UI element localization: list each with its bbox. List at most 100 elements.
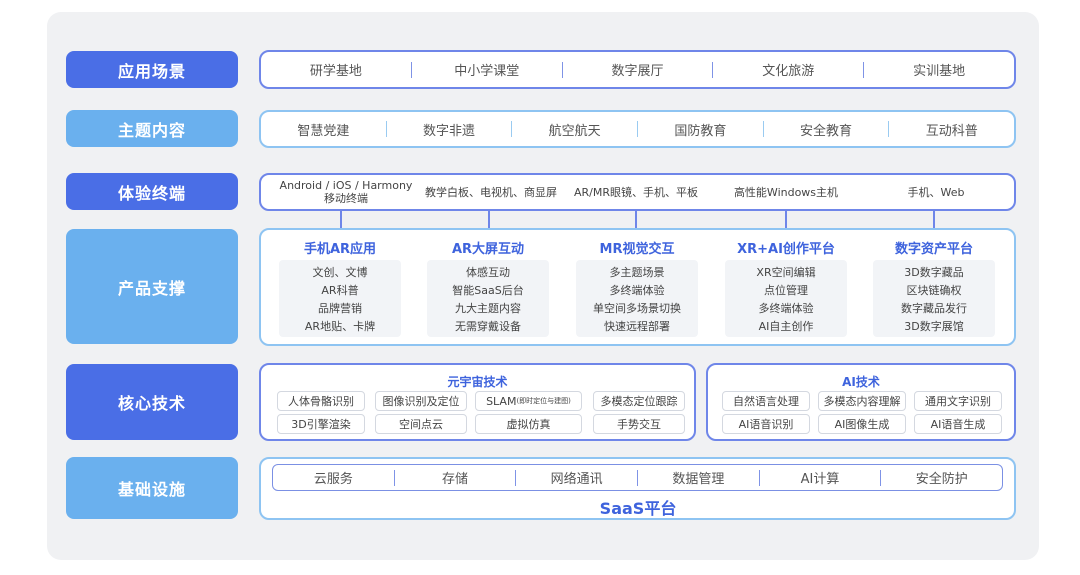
label-infra: 基础设施 <box>66 457 238 519</box>
divider <box>561 61 563 78</box>
product-feature: XR空间编辑 <box>756 266 816 279</box>
infra-box <box>259 457 1016 520</box>
tech-pill: AI图像生成 <box>818 414 906 434</box>
product-feature: 多终端体验 <box>609 284 665 297</box>
infra-items: 云服务 存储 网络通讯 数据管理 AI计算 安全防护 <box>272 464 1003 491</box>
scene-item: 实训基地 <box>913 64 966 79</box>
product-card <box>873 260 995 337</box>
terminal-item: 高性能Windows主机 <box>733 185 839 199</box>
topics-box: 智慧党建 数字非遗 航空航天 国防教育 安全教育 互动科普 <box>259 110 1016 148</box>
tech-pill: AI语音生成 <box>914 414 1002 434</box>
tech-pill: AI语音识别 <box>722 414 810 434</box>
scene-item: 数字展厅 <box>611 64 664 79</box>
product-card <box>279 260 401 337</box>
topic-item: 航空航天 <box>548 123 601 139</box>
divider <box>758 469 760 486</box>
product-feature: AI自主创作 <box>758 320 814 333</box>
connector-line <box>340 211 342 229</box>
terminal-item: 教学白板、电视机、商显屏 <box>425 185 557 199</box>
tech-pill: 多模态定位跟踪 <box>593 391 685 411</box>
product-title: 数字资产平台 <box>894 242 973 257</box>
tech-pill: 图像识别及定位 <box>375 391 467 411</box>
product-feature: 单空间多场景切换 <box>593 302 681 315</box>
slam-label: SLAM <box>486 394 517 408</box>
product-feature: 3D数字展馆 <box>904 320 964 333</box>
product-feature: 品牌营销 <box>318 302 362 315</box>
infra-item: 网络通讯 <box>550 472 603 487</box>
product-feature: 3D数字藏品 <box>904 266 964 279</box>
product-card <box>427 260 549 337</box>
product-feature: 文创、文博 <box>312 266 368 279</box>
metaverse-title: 元宇宙技术 <box>447 375 508 389</box>
divider <box>863 61 865 78</box>
connector-line <box>933 211 935 229</box>
divider <box>385 121 387 137</box>
tech-pill: 自然语言处理 <box>722 391 810 411</box>
ai-title: AI技术 <box>842 375 880 389</box>
topic-item: 安全教育 <box>800 123 853 139</box>
divider <box>712 61 714 78</box>
topic-item: 数字非遗 <box>423 123 476 139</box>
terminal-item: 手机、Web <box>907 185 965 199</box>
scene-item: 研学基地 <box>309 64 362 79</box>
infra-item: 云服务 <box>313 472 353 487</box>
connector-line <box>635 211 637 229</box>
product-feature: 体感互动 <box>466 266 510 279</box>
label-core: 核心技术 <box>66 364 238 440</box>
terminal-item: AR/MR眼镜、手机、平板 <box>573 185 698 199</box>
scene-item: 中小学课堂 <box>454 64 520 79</box>
product-title: 手机AR应用 <box>303 242 377 257</box>
product-feature: 快速远程部署 <box>604 320 670 333</box>
product-feature: AR地贴、卡牌 <box>304 320 376 333</box>
product-feature: 点位管理 <box>764 284 808 297</box>
topic-item: 国防教育 <box>674 123 727 139</box>
saas-platform-label: SaaS平台 <box>599 499 677 518</box>
divider <box>393 469 395 486</box>
tech-pill: 手势交互 <box>593 414 685 434</box>
tech-pill: 通用文字识别 <box>914 391 1002 411</box>
divider <box>762 121 764 137</box>
product-card <box>725 260 847 337</box>
divider <box>880 469 882 486</box>
product-feature: 区块链确权 <box>906 284 962 297</box>
divider <box>410 61 412 78</box>
label-scenes: 应用场景 <box>66 51 238 88</box>
tech-pill: 多模态内容理解 <box>818 391 906 411</box>
product-feature: 数字藏品发行 <box>901 302 967 315</box>
tech-pill: 人体骨骼识别 <box>277 391 365 411</box>
scenes-box: 研学基地 中小学课堂 数字展厅 文化旅游 实训基地 <box>259 50 1016 89</box>
infra-item: 存储 <box>442 472 469 487</box>
divider <box>511 121 513 137</box>
topic-item: 互动科普 <box>925 123 978 139</box>
products-box: 手机AR应用 文创、文博 AR科普 品牌营销 AR地贴、卡牌 AR大屏互动 体感… <box>259 228 1016 346</box>
ai-tech-box: AI技术 自然语言处理 多模态内容理解 通用文字识别 AI语音识别 AI图像生成… <box>706 363 1016 441</box>
terminals-box: Android / iOS / Harmony 移动终端 教学白板、电视机、商显… <box>259 173 1016 211</box>
divider <box>515 469 517 486</box>
label-products: 产品支撑 <box>66 229 238 344</box>
infra-item: AI计算 <box>800 472 840 487</box>
product-feature: 无需穿戴设备 <box>455 320 521 333</box>
topic-item: 智慧党建 <box>297 123 350 139</box>
terminal-item: Android / iOS / Harmony 移动终端 <box>279 179 413 205</box>
tech-pill: SLAM(即时定位与建图) <box>475 391 582 411</box>
connector-line <box>488 211 490 229</box>
slam-note: (即时定位与建图) <box>516 397 571 405</box>
infra-item: 安全防护 <box>915 472 968 487</box>
product-title: MR视觉交互 <box>599 242 675 257</box>
connector-line <box>785 211 787 229</box>
metaverse-tech-box: 元宇宙技术 人体骨骼识别 图像识别及定位 SLAM(即时定位与建图) 多模态定位… <box>259 363 696 441</box>
product-card <box>576 260 698 337</box>
tech-pill: 虚拟仿真 <box>475 414 582 434</box>
product-feature: 智能SaaS后台 <box>452 284 524 297</box>
label-terminals: 体验终端 <box>66 173 238 210</box>
tech-pill: 空间点云 <box>375 414 467 434</box>
tech-pill: 3D引擎渲染 <box>277 414 365 434</box>
product-feature: 多主题场景 <box>609 266 665 279</box>
infra-item: 数据管理 <box>672 472 725 487</box>
product-feature: AR科普 <box>321 284 359 297</box>
divider <box>637 469 639 486</box>
divider <box>888 121 890 137</box>
product-title: XR+AI创作平台 <box>737 242 835 257</box>
label-topics: 主题内容 <box>66 110 238 147</box>
divider <box>637 121 639 137</box>
